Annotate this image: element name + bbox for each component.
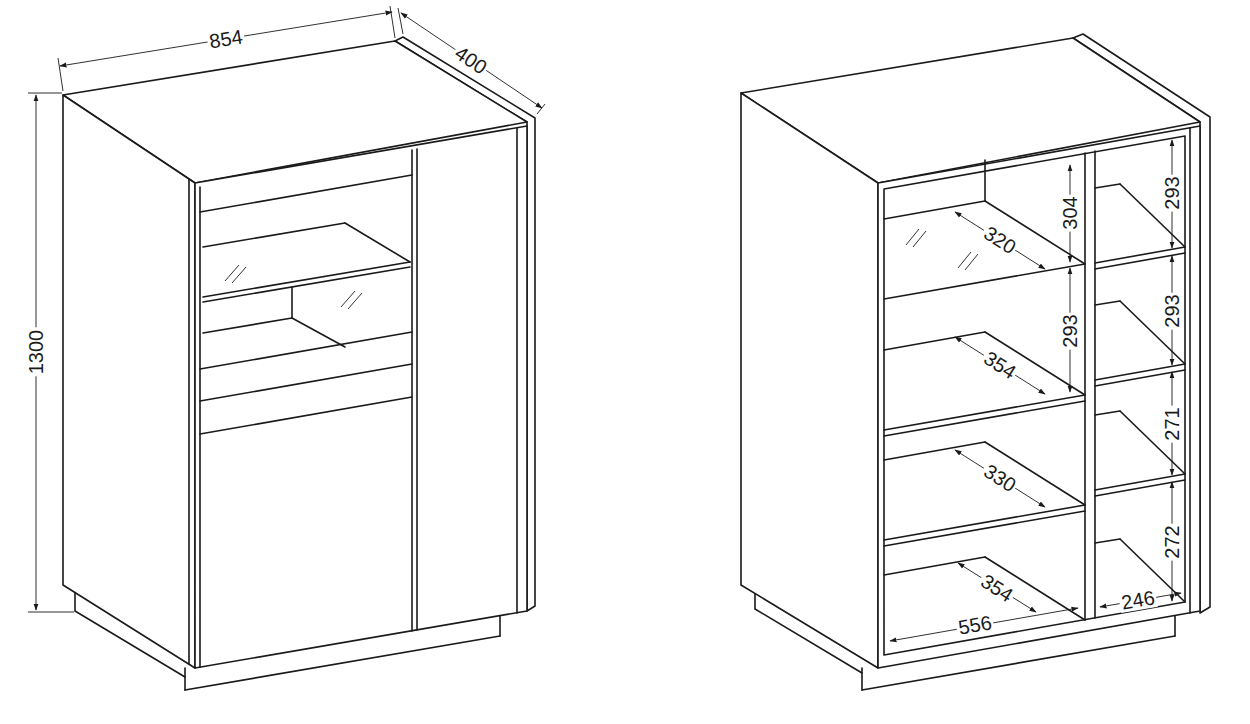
dimension-label: 293 [1162,174,1182,211]
dimension-label: 272 [1162,523,1182,560]
dimension-label: 1300 [26,328,46,377]
dimension-label: 271 [1162,405,1182,442]
interior-dimensions [890,140,1181,641]
dimension-label: 854 [206,26,246,52]
overall-dimensions [28,6,545,612]
dimension-label: 293 [1162,292,1182,329]
dimension-label: 304 [1060,194,1080,231]
dimension-label: 293 [1060,312,1080,349]
closed-cabinet [63,37,535,690]
open-cabinet [741,34,1210,690]
